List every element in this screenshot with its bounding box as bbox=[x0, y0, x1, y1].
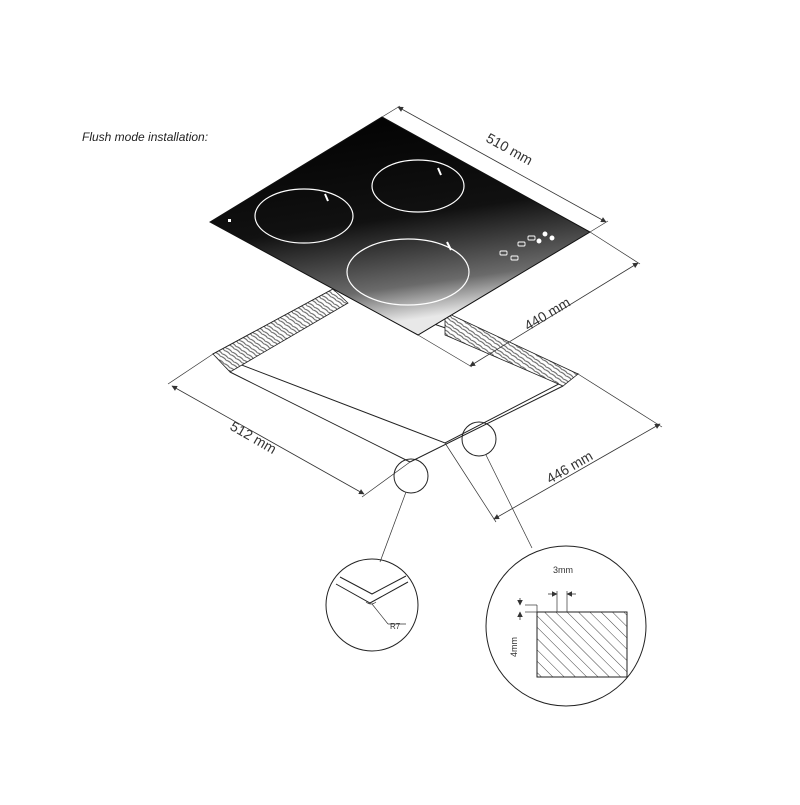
cutout-left-wall bbox=[212, 288, 349, 373]
hob-width-label: 510 mm bbox=[484, 130, 536, 169]
dimension-cutout-width: 512 mm bbox=[167, 353, 411, 498]
corner-callout-marker bbox=[393, 458, 429, 494]
edge-rebate-detail: 3mm 4mm bbox=[485, 545, 647, 707]
cooking-zone-front bbox=[346, 238, 470, 306]
rebate-width-label: 3mm bbox=[553, 565, 573, 575]
cutout-width-label: 512 mm bbox=[228, 418, 280, 457]
touch-controls bbox=[499, 231, 555, 261]
hob-glass-top bbox=[208, 116, 592, 336]
cutout-right-wall bbox=[444, 311, 579, 387]
corner-radius-label: R7 bbox=[390, 622, 401, 631]
indicator-light bbox=[228, 219, 231, 222]
hob-depth-label: 440 mm bbox=[521, 294, 573, 334]
countertop-section bbox=[536, 611, 628, 678]
edge-callout-marker bbox=[461, 421, 497, 457]
cutout-depth-label: 446 mm bbox=[544, 447, 596, 486]
rebate-depth-label: 4mm bbox=[509, 637, 519, 657]
corner-radius-detail: R7 bbox=[325, 558, 419, 652]
cooking-zone-left bbox=[254, 188, 354, 244]
dimension-cutout-depth: 446 mm bbox=[444, 373, 663, 523]
diagram-caption: Flush mode installation: bbox=[82, 130, 209, 144]
